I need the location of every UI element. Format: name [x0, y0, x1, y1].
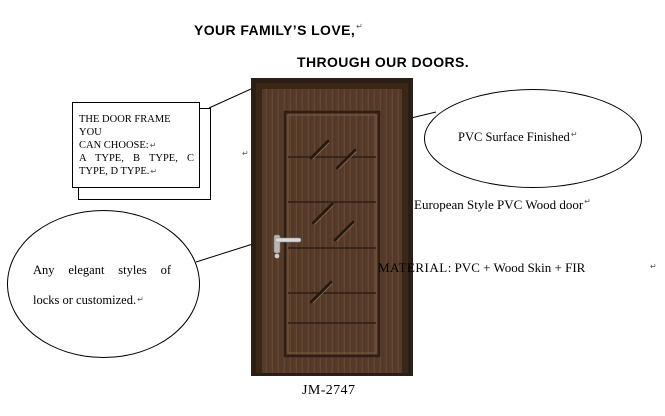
headline-line-1-text: YOUR FAMILY’S LOVE, [194, 22, 356, 38]
headline-line-1: YOUR FAMILY’S LOVE,↵ [194, 22, 363, 38]
door-grooves [288, 156, 376, 324]
frame-types-callout: THE DOOR FRAME YOU CAN CHOOSE:↵ A TYPE, … [72, 102, 200, 188]
frame-callout-line-4: TYPE, D TYPE.↵ [79, 165, 194, 178]
return-mark: ↵ [650, 262, 657, 271]
locks-callout-line-1: Any elegant styles of [33, 263, 171, 277]
door-leaf [262, 89, 402, 373]
pvc-surface-label: PVC Surface Finished [458, 130, 570, 144]
door-panel-highlight [287, 114, 377, 354]
frame-callout-line-3: A TYPE, B TYPE, C [79, 153, 194, 164]
return-mark: ↵ [356, 22, 364, 31]
european-style-text: European Style PVC Wood door [414, 197, 584, 212]
locks-callout-line-2: locks or customized.↵ [33, 285, 171, 315]
return-mark: ↵ [149, 141, 157, 150]
frame-callout-line-2-text: CAN CHOOSE: [79, 140, 149, 151]
material-label: MATERIAL: PVC + Wood Skin + FIR [378, 260, 585, 276]
door-handle [273, 234, 302, 259]
return-mark: ↵ [570, 130, 578, 139]
return-mark: ↵ [242, 149, 249, 158]
return-mark: ↵ [137, 295, 144, 304]
door-image [251, 78, 413, 376]
pvc-surface-text: PVC Surface Finished↵ [458, 130, 578, 145]
return-mark: ↵ [150, 167, 158, 176]
locks-callout [7, 210, 200, 358]
door-diagonal-grooves [309, 139, 357, 304]
frame-callout-line-1: THE DOOR FRAME YOU [79, 114, 171, 138]
model-number: JM-2747 [302, 383, 356, 398]
locks-callout-text: Any elegant styles of locks or customize… [33, 255, 171, 315]
material-text: : PVC + Wood Skin + FIR [447, 260, 586, 275]
door-panel-border [283, 110, 381, 358]
material-keyword: MATERIAL [378, 260, 448, 275]
pvc-surface-callout [424, 89, 642, 188]
headline-line-2: THROUGH OUR DOORS. [297, 54, 470, 70]
european-style-label: European Style PVC Wood door↵ [414, 197, 591, 213]
frame-callout-line-4-text: TYPE, D TYPE. [79, 166, 150, 177]
frame-callout-line-2: CAN CHOOSE:↵ [79, 139, 194, 152]
return-mark: ↵ [584, 197, 591, 206]
locks-callout-line-2-text: locks or customized. [33, 293, 137, 307]
door-diagonal-highlights [312, 142, 357, 304]
